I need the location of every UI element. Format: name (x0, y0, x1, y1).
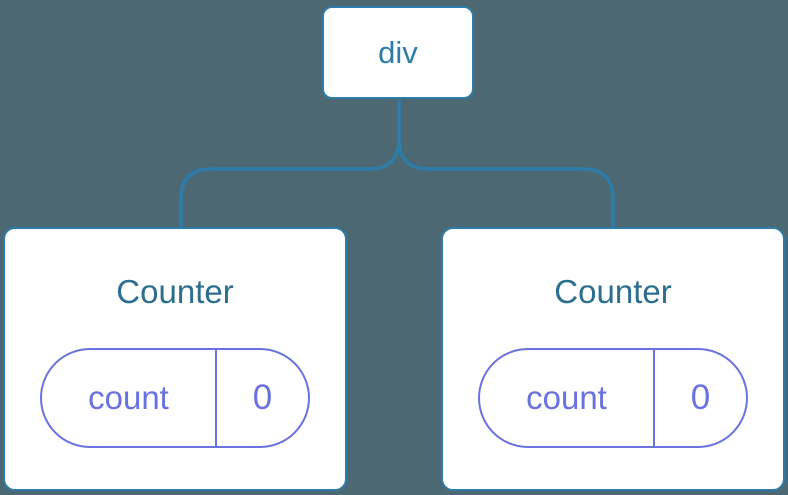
state-key: count (42, 350, 217, 446)
state-pill: count 0 (478, 348, 748, 448)
root-node-label: div (378, 34, 418, 70)
component-card-left: Counter count 0 (3, 227, 347, 491)
component-title: Counter (116, 273, 234, 310)
connector-branch-right (397, 100, 615, 229)
component-card-right: Counter count 0 (441, 227, 785, 491)
component-title: Counter (554, 273, 672, 310)
root-node: div (322, 6, 474, 99)
state-pill: count 0 (40, 348, 310, 448)
state-value: 0 (252, 378, 273, 417)
connector-branch-left (179, 100, 401, 229)
state-value: 0 (690, 378, 711, 417)
state-key: count (480, 350, 655, 446)
